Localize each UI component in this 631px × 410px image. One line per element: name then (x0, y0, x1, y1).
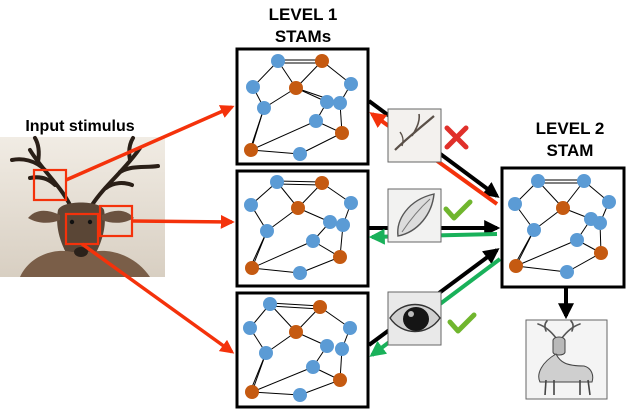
input-to-level1-arrows (65, 105, 235, 354)
output-deer-sketch (525, 319, 608, 400)
level1-stam-1 (235, 47, 370, 166)
level1-title-line2: STAMs (274, 27, 332, 46)
antler-patch (387, 108, 442, 163)
eye-patch (387, 291, 442, 346)
reject-x-icon (444, 125, 469, 150)
accept-check-icon-1 (443, 199, 473, 221)
level1-stam-3 (235, 291, 370, 409)
input-stimulus-label: Input stimulus (25, 118, 135, 135)
level2-title-line1: LEVEL 2 (535, 119, 605, 138)
level2-stam (500, 166, 626, 289)
level1-title: LEVEL 1 STAMs (248, 4, 358, 48)
level1-stam-2 (235, 169, 370, 288)
accept-check-icon-2 (447, 312, 477, 334)
level1-title-line1: LEVEL 1 (268, 5, 338, 24)
ear-patch (387, 188, 442, 243)
input-stimulus-image (0, 136, 165, 277)
level2-title-line2: STAM (546, 141, 594, 160)
level2-title: LEVEL 2 STAM (520, 118, 620, 162)
